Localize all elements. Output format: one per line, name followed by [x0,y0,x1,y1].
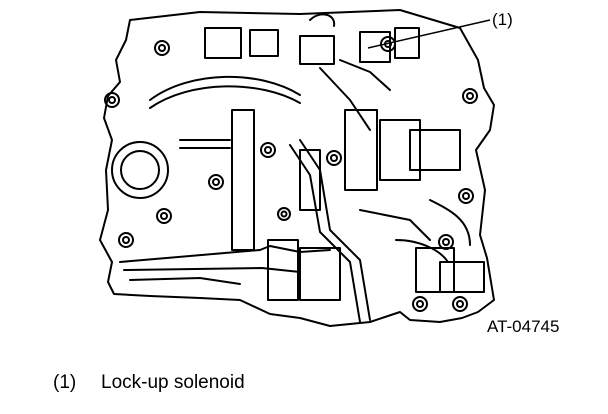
figure-code: AT-04745 [487,317,560,336]
legend-ref: (1) [53,372,77,393]
valve-body-outline [99,9,495,327]
callout-label-1: (1) [492,10,513,29]
callout-leader-line [367,19,491,49]
legend-text: Lock-up solenoid [101,372,245,393]
legend: (1) Lock-up solenoid [53,372,245,394]
legend-item-1: (1) Lock-up solenoid [53,372,245,394]
